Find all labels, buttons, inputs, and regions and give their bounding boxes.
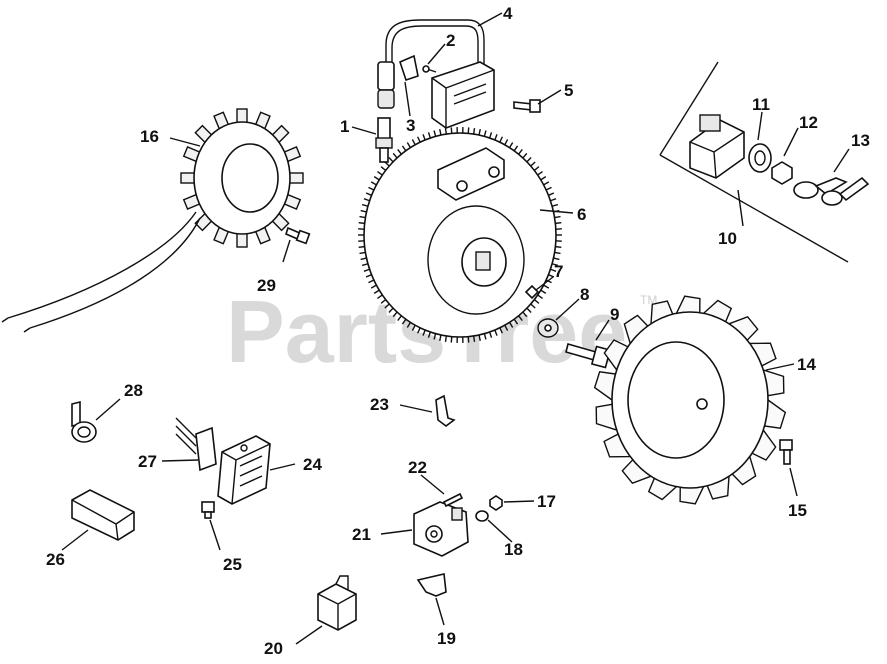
callout-25: 25 [223, 555, 242, 574]
callout-7: 7 [554, 262, 563, 281]
part-terminal-26[interactable] [71, 489, 135, 541]
callout-12: 12 [799, 113, 818, 132]
callout-11: 11 [752, 95, 770, 114]
part-ignition-module[interactable] [377, 19, 495, 129]
callout-24: 24 [303, 455, 322, 474]
callout-9: 9 [610, 305, 619, 324]
part-bracket-23[interactable] [435, 394, 456, 427]
callout-28: 28 [124, 381, 143, 400]
callout-17: 17 [537, 492, 556, 511]
callout-19: 19 [437, 629, 456, 648]
part-connector-27[interactable] [175, 417, 217, 472]
part-screw-25[interactable] [201, 501, 215, 519]
callout-4: 4 [503, 4, 513, 23]
callout-26: 26 [46, 550, 65, 569]
callout-13: 13 [851, 131, 870, 150]
part-bolt-29[interactable] [285, 226, 311, 245]
part-clip-2[interactable] [399, 54, 437, 82]
callout-14: 14 [797, 355, 816, 374]
callout-21: 21 [352, 525, 371, 544]
part-flywheel[interactable] [358, 127, 562, 343]
part-clamp-28[interactable] [71, 400, 97, 443]
part-bolt-5[interactable] [513, 99, 541, 113]
part-spark-plug[interactable] [375, 117, 393, 163]
callout-1: 1 [340, 117, 349, 136]
callout-27: 27 [138, 452, 157, 471]
part-bolt-22[interactable] [442, 492, 464, 508]
part-stator[interactable] [1, 108, 304, 333]
callout-8: 8 [580, 285, 589, 304]
part-rectifier[interactable] [217, 435, 271, 505]
part-solenoid[interactable] [413, 501, 469, 557]
part-washer-8[interactable] [537, 318, 559, 338]
part-washer-18[interactable] [475, 510, 489, 522]
part-key-switch-kit[interactable] [659, 61, 870, 263]
leader-lines [61, 12, 850, 645]
callout-5: 5 [564, 81, 573, 100]
part-clip-19[interactable] [416, 573, 447, 597]
callout-29: 29 [257, 276, 276, 295]
callout-18: 18 [504, 540, 523, 559]
callout-10: 10 [718, 229, 737, 248]
callout-23: 23 [370, 395, 389, 414]
part-bolt-15[interactable] [779, 439, 793, 465]
callout-6: 6 [577, 205, 586, 224]
callout-22: 22 [408, 458, 427, 477]
callout-16: 16 [140, 127, 159, 146]
callout-2: 2 [446, 31, 455, 50]
callout-15: 15 [788, 501, 807, 520]
part-blower-housing[interactable] [593, 295, 787, 505]
callout-20: 20 [264, 639, 283, 658]
callout-3: 3 [406, 116, 415, 135]
part-relay[interactable] [317, 575, 357, 631]
callout-labels: 1 2 3 4 5 6 7 8 9 10 11 12 13 14 15 16 1… [46, 4, 870, 658]
part-key-7[interactable] [524, 284, 540, 300]
part-nut-17[interactable] [489, 495, 503, 511]
